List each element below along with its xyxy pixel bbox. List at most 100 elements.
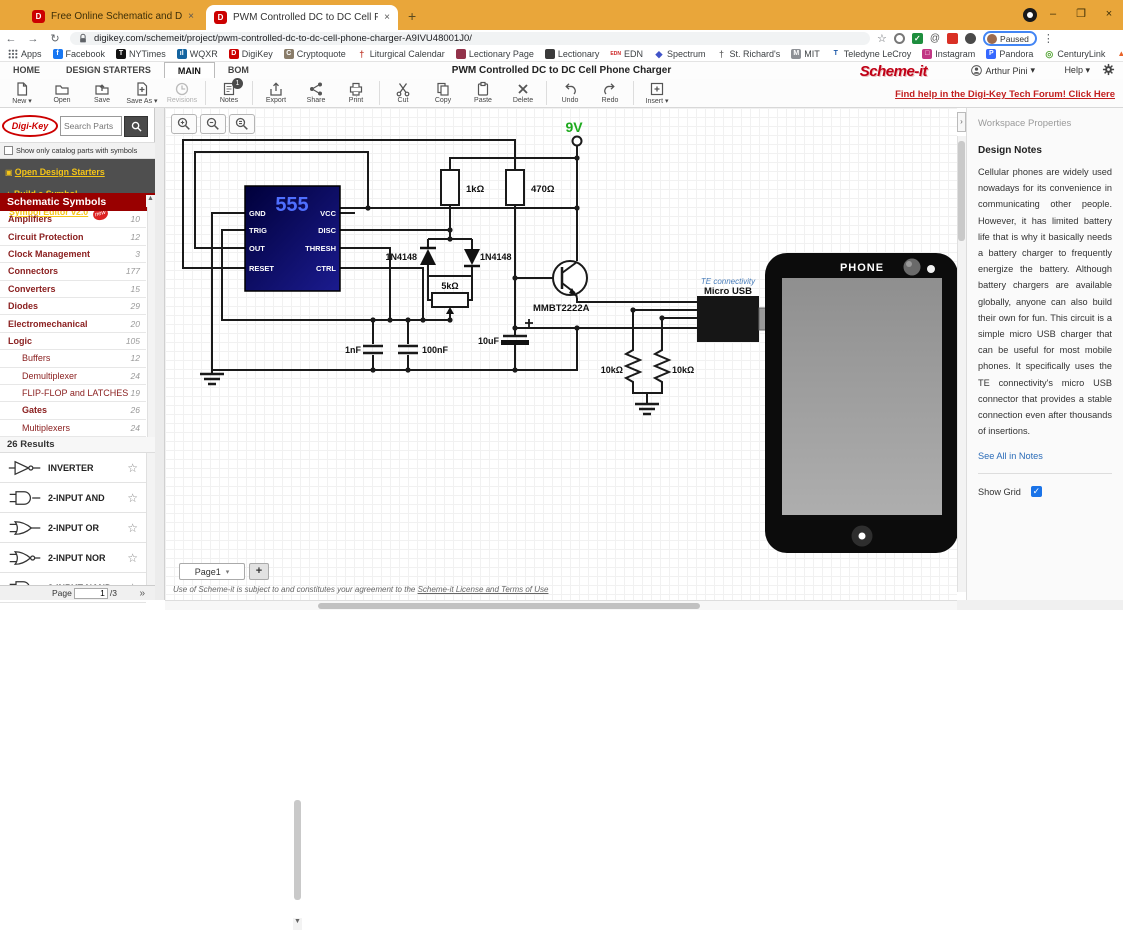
redo-button[interactable]: Redo <box>590 80 630 104</box>
favorite-star-icon[interactable]: ☆ <box>127 521 146 535</box>
resistor-r4[interactable]: 10kΩ <box>655 348 694 384</box>
add-page-button[interactable]: + <box>249 563 269 580</box>
bookmark-item[interactable]: CCryptoquote <box>284 49 346 59</box>
diode-d2[interactable]: 1N4148 <box>464 249 512 266</box>
category-multiplexers[interactable]: Multiplexers24 <box>0 420 146 437</box>
bookmark-item[interactable]: TTeledyne LeCroy <box>831 49 912 59</box>
result-2-input-and[interactable]: 2-INPUT AND☆ <box>0 483 146 513</box>
category-diodes[interactable]: Diodes29 <box>0 298 146 315</box>
settings-gear-icon[interactable] <box>1102 63 1115 76</box>
potentiometer[interactable]: 5kΩ <box>432 281 468 314</box>
tab-design-starters[interactable]: DESIGN STARTERS <box>53 62 164 77</box>
window-close-button[interactable]: × <box>1095 4 1123 24</box>
window-minimize-button[interactable]: – <box>1039 4 1067 24</box>
catalog-filter-checkbox[interactable] <box>4 146 13 155</box>
bookmark-item[interactable]: □Instagram <box>922 49 975 59</box>
transistor-q1[interactable]: MMBT2222A <box>533 261 590 314</box>
bookmark-item[interactable]: DDigiKey <box>229 49 273 59</box>
bookmark-star-icon[interactable]: ☆ <box>877 32 887 45</box>
bookmark-item[interactable]: ◎CenturyLink <box>1044 49 1105 59</box>
resistor-r3[interactable]: 10kΩ <box>601 348 640 384</box>
bookmark-item[interactable]: EDNEDN <box>610 49 643 59</box>
category-scrollbar[interactable] <box>147 207 155 437</box>
micro-usb-connector[interactable]: TE connectivity Micro USB <box>697 277 771 342</box>
copy-button[interactable]: Copy <box>423 80 463 104</box>
undo-button[interactable]: Undo <box>550 80 590 104</box>
open-button[interactable]: Open <box>42 80 82 104</box>
next-page-button[interactable]: » <box>139 588 155 599</box>
bookmark-item[interactable]: ◆Spectrum <box>654 49 706 59</box>
category-clock-management[interactable]: Clock Management3 <box>0 246 146 263</box>
user-menu[interactable]: Arthur Pini▾ <box>971 65 1035 76</box>
save-button[interactable]: Save <box>82 80 122 104</box>
category-logic[interactable]: Logic105 <box>0 333 146 350</box>
back-icon[interactable]: ← <box>0 33 22 45</box>
extension-check-icon[interactable]: ✓ <box>912 33 923 44</box>
open-design-starters-link[interactable]: Open Design Starters <box>15 167 105 177</box>
bookmark-item[interactable]: Lectionary Page <box>456 49 534 59</box>
insert-button[interactable]: Insert ▾ <box>637 80 677 105</box>
page-tab-caret[interactable]: ▾ <box>226 568 230 576</box>
bookmark-item[interactable]: ılWQXR <box>177 49 218 59</box>
phone[interactable]: PHONE <box>765 253 957 553</box>
capacitor-c3-electrolytic[interactable]: 10uF <box>478 319 533 346</box>
scrollbar-thumb[interactable] <box>958 141 965 241</box>
forum-help-link[interactable]: Find help in the Digi-Key Tech Forum! Cl… <box>895 89 1115 100</box>
scroll-down-arrow[interactable]: ▼ <box>293 918 302 930</box>
delete-button[interactable]: Delete <box>503 80 543 104</box>
bookmark-item[interactable]: †Liturgical Calendar <box>357 49 445 59</box>
category-demultiplexer[interactable]: Demultiplexer24 <box>0 368 146 385</box>
favorite-star-icon[interactable]: ☆ <box>127 461 146 475</box>
show-grid-checkbox[interactable]: ✓ <box>1031 486 1042 497</box>
extension-at-icon[interactable]: @ <box>930 33 940 44</box>
tab-main[interactable]: MAIN <box>164 62 215 78</box>
favorite-star-icon[interactable]: ☆ <box>127 551 146 565</box>
schematic-drawing[interactable]: 9V 555 GND TRIG OUT RESET VCC DISC THRES… <box>165 108 957 600</box>
bookmark-item[interactable]: PPandora <box>986 49 1033 59</box>
bookmark-item[interactable]: fFacebook <box>53 49 106 59</box>
browser-tab-active[interactable]: D PWM Controlled DC to DC Cell P × <box>206 5 398 30</box>
scrollbar-thumb[interactable] <box>294 800 301 900</box>
bookmark-item[interactable]: ▲MATLAB train <box>1116 49 1123 59</box>
tab-close-icon[interactable]: × <box>188 11 194 22</box>
category-buffers[interactable]: Buffers12 <box>0 350 146 367</box>
bookmark-item[interactable]: MMIT <box>791 49 820 59</box>
cut-button[interactable]: Cut <box>383 80 423 104</box>
page-number-input[interactable] <box>74 588 108 599</box>
tab-home[interactable]: HOME <box>0 62 53 77</box>
result-inverter[interactable]: INVERTER☆ <box>0 453 146 483</box>
ic-555[interactable]: 555 GND TRIG OUT RESET VCC DISC THRESH C… <box>230 186 355 291</box>
url-field[interactable]: digikey.com/schemeit/project/pwm-control… <box>70 32 870 45</box>
extension-icon[interactable] <box>894 33 905 44</box>
collapse-panel-chevron[interactable]: › <box>957 112 966 132</box>
scroll-up-arrow[interactable]: ▲ <box>146 195 155 207</box>
favorite-star-icon[interactable]: ☆ <box>127 491 146 505</box>
category-gates[interactable]: Gates26 <box>0 402 146 419</box>
resistor-r1[interactable]: 1kΩ <box>441 170 485 205</box>
category-flipflop-latches[interactable]: FLIP-FLOP and LATCHES19 <box>0 385 146 402</box>
page-tab[interactable]: Page1 ▾ <box>179 563 245 580</box>
tab-close-icon[interactable]: × <box>384 12 390 23</box>
category-amplifiers[interactable]: Amplifiers10 <box>0 211 146 228</box>
bookmark-item[interactable]: †St. Richard's <box>716 49 780 59</box>
tab-bom[interactable]: BOM <box>215 62 262 77</box>
category-connectors[interactable]: Connectors177 <box>0 263 146 280</box>
capacitor-c2[interactable]: 100nF <box>398 345 449 355</box>
canvas-horizontal-scrollbar[interactable] <box>165 600 957 610</box>
license-link[interactable]: Scheme-it License and Terms of Use <box>418 585 549 594</box>
pdf-extension-icon[interactable] <box>947 33 958 44</box>
browser-menu-icon[interactable]: ⋮ <box>1043 32 1054 45</box>
capacitor-c1[interactable]: 1nF <box>345 345 383 355</box>
paste-button[interactable]: Paste <box>463 80 503 104</box>
resistor-r2[interactable]: 470Ω <box>506 170 555 205</box>
window-restore-button[interactable]: ❐ <box>1067 4 1095 24</box>
extension-dark-icon[interactable] <box>965 33 976 44</box>
result-2-input-nor[interactable]: 2-INPUT NOR☆ <box>0 543 146 573</box>
category-converters[interactable]: Converters15 <box>0 281 146 298</box>
search-input[interactable] <box>60 116 122 136</box>
new-button[interactable]: New ▾ <box>2 80 42 105</box>
help-menu[interactable]: Help ▾ <box>1064 65 1090 76</box>
export-button[interactable]: Export <box>256 80 296 104</box>
notes-button[interactable]: 1Notes <box>209 80 249 104</box>
profile-button[interactable]: Paused <box>983 31 1037 46</box>
